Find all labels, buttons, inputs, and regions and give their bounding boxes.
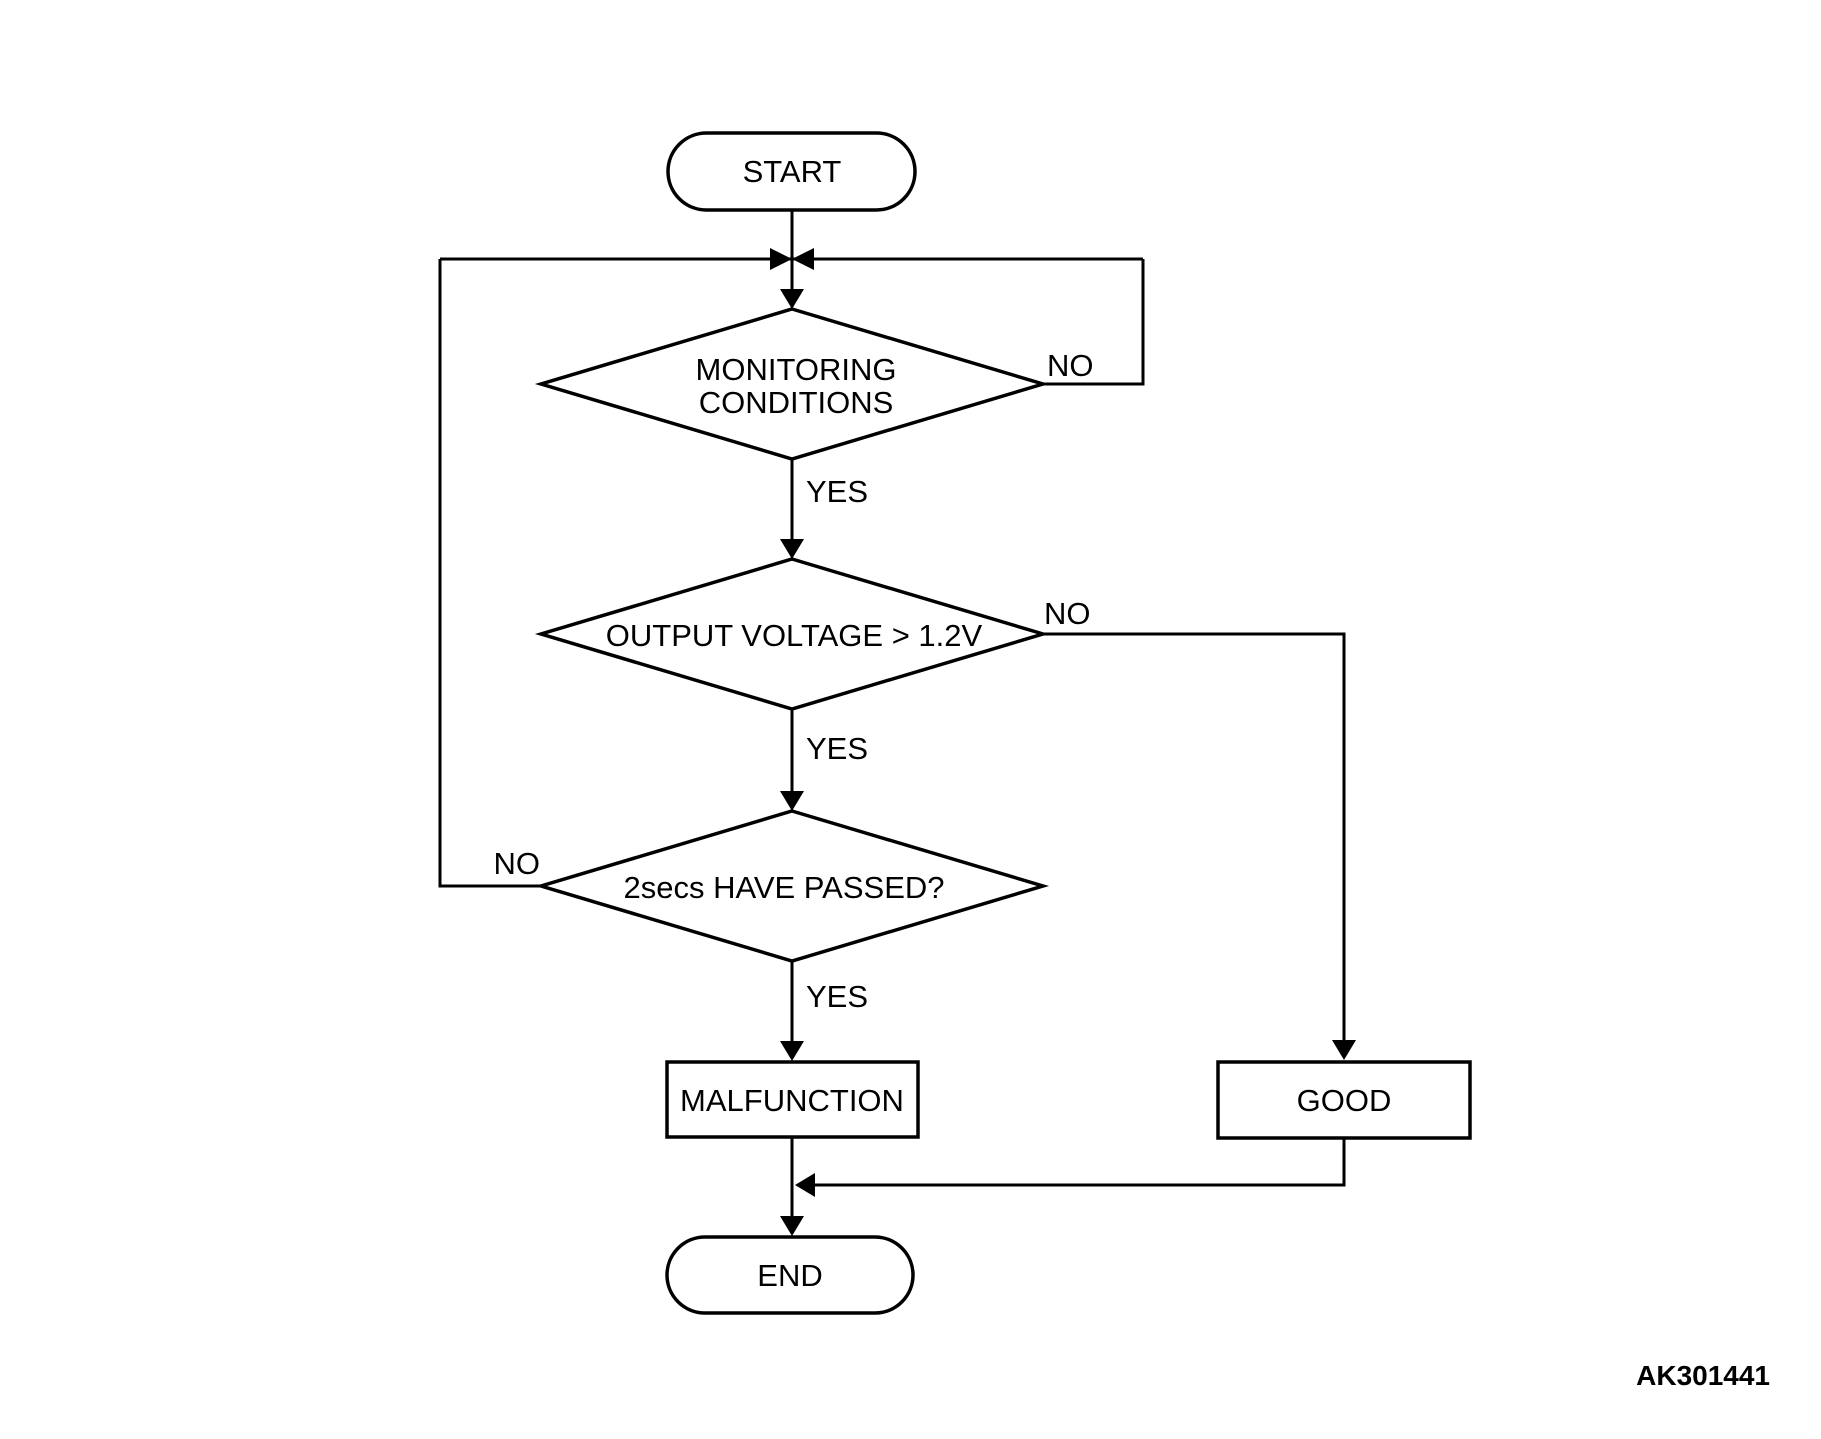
node-monitoring-label-line2: CONDITIONS: [699, 385, 894, 420]
node-end-shape: [665, 1235, 915, 1315]
edge-good-merge: [815, 1138, 1346, 1187]
arrowhead-junction-from-left: [770, 248, 792, 270]
node-twosecs-shape: [534, 809, 1050, 963]
arrowhead-into-end: [780, 1216, 804, 1236]
node-twosecs-label: 2secs HAVE PASSED?: [623, 870, 944, 905]
node-monitoring-shape: [534, 307, 1050, 461]
node-malfunction-label: MALFUNCTION: [680, 1083, 904, 1118]
node-output-voltage-shape: [534, 557, 1050, 711]
node-start-shape: [666, 131, 917, 212]
edge-monitoring-no-loop: [1043, 259, 1145, 386]
label-output-no: NO: [1044, 596, 1091, 631]
node-monitoring-label-line1: MONITORING: [696, 352, 897, 387]
node-end-label: END: [757, 1258, 822, 1293]
edge-twosecs-no-loop: [438, 259, 541, 888]
node-good-label: GOOD: [1297, 1083, 1392, 1118]
arrowhead-merge-left: [795, 1173, 815, 1197]
node-start-label: START: [743, 154, 842, 189]
label-twosecs-no: NO: [494, 846, 541, 881]
arrowhead-into-good: [1332, 1040, 1356, 1060]
label-monitoring-no: NO: [1047, 348, 1094, 383]
node-output-voltage-label: OUTPUT VOLTAGE > 1.2V: [606, 618, 983, 653]
arrowhead-into-malfunction: [780, 1041, 804, 1061]
label-output-yes: YES: [806, 731, 868, 766]
arrowhead-junction-from-right: [792, 248, 814, 270]
figure-code: AK301441: [1636, 1360, 1770, 1391]
node-malfunction-shape: [665, 1060, 920, 1139]
label-twosecs-yes: YES: [806, 979, 868, 1014]
arrowhead-into-output-voltage: [780, 539, 804, 559]
arrowhead-into-monitoring: [780, 289, 804, 309]
arrowhead-into-twosecs: [780, 791, 804, 811]
node-good-shape: [1216, 1060, 1472, 1140]
label-monitoring-yes: YES: [806, 474, 868, 509]
edge-output-no: [1043, 632, 1346, 1042]
